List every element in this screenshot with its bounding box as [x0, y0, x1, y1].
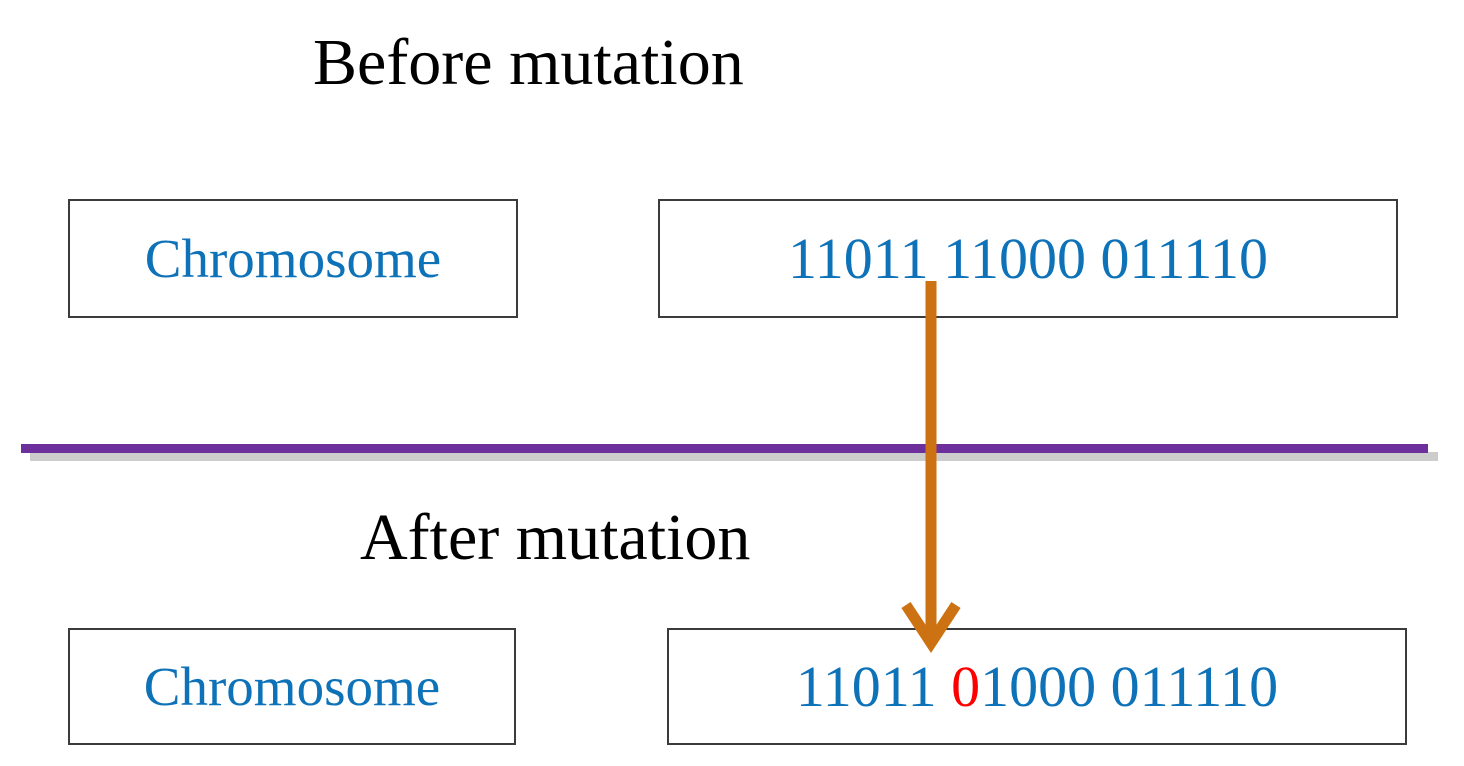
bits-prefix-before: 11011 1 [787, 225, 970, 291]
chromosome-label-after: Chromosome [143, 656, 441, 717]
mutation-arrow-icon [901, 281, 961, 653]
page-title-before: Before mutation [313, 26, 744, 99]
page-title-after: After mutation [360, 501, 751, 574]
bits-target-before: 1 [970, 225, 999, 291]
chromosome-bits-box-before: 11011 11000 011110 [658, 199, 1398, 318]
chromosome-bits-before: 11011 11000 011110 [660, 229, 1396, 288]
chromosome-label-before: Chromosome [144, 228, 442, 289]
divider-shadow [30, 452, 1438, 461]
chromosome-bits-box-after: 11011 01000 011110 [667, 628, 1407, 745]
bits-suffix-before: 000 011110 [999, 225, 1269, 291]
bits-prefix-after: 11011 [795, 653, 952, 719]
chromosome-label-box-before: Chromosome [68, 199, 518, 318]
section-divider [21, 444, 1428, 453]
mutated-bit: 0 [951, 653, 981, 719]
chromosome-bits-after: 11011 01000 011110 [669, 657, 1405, 716]
chromosome-label-box-after: Chromosome [68, 628, 516, 745]
bits-suffix-after: 1000 011110 [980, 653, 1279, 719]
